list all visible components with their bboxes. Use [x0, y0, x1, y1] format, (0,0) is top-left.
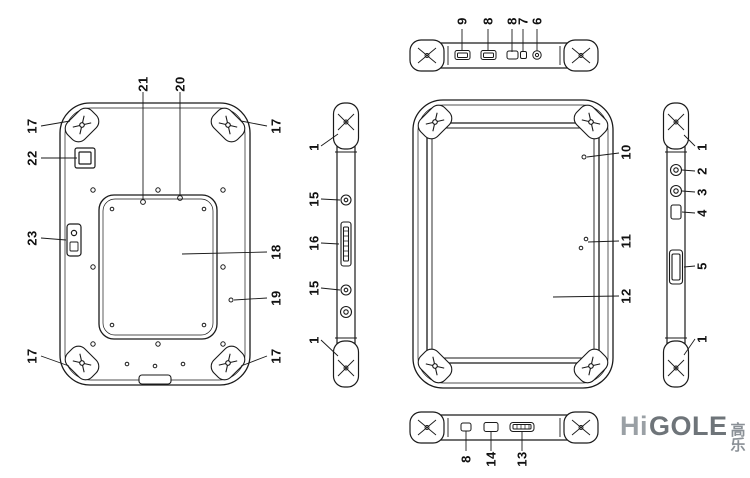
brand-logo: Hi GOLE 高乐: [620, 411, 750, 454]
bumper-hatch: [335, 113, 357, 377]
screw-dots: [90, 187, 234, 369]
side-body-outline: [662, 102, 690, 388]
callout-left-15-a: 15: [306, 191, 322, 207]
edge-body-outline: [409, 411, 599, 444]
callout-bottom-8: 8: [458, 455, 474, 463]
callout-back-17-bl: 17: [24, 348, 40, 364]
battery-cover: [98, 194, 218, 340]
front-body-outline: [412, 99, 614, 389]
callout-right-4: 4: [694, 209, 710, 217]
right-side-view-drawing: [660, 100, 692, 390]
front-camera-and-sensors: [578, 154, 589, 251]
callout-left-15-b: 15: [306, 280, 322, 296]
back-view-drawing: [55, 98, 255, 390]
touch-screen: [426, 122, 600, 364]
bottom-edge-view-drawing: [408, 408, 600, 446]
callout-front-11: 11: [618, 233, 634, 249]
callout-back-21: 21: [135, 76, 151, 92]
bottom-latch: [138, 374, 172, 385]
callout-left-1-top: 1: [306, 143, 322, 151]
callout-bottom-13: 13: [514, 451, 530, 467]
top-ports: [454, 50, 542, 60]
callout-right-1-bottom: 1: [694, 335, 710, 343]
brand-hi-text: Hi: [620, 411, 648, 441]
callout-front-10: 10: [618, 144, 634, 160]
callout-back-17-tl: 17: [24, 118, 40, 134]
callout-right-2: 2: [694, 167, 710, 175]
callout-back-23: 23: [24, 230, 40, 246]
corner-bumpers: [417, 104, 609, 384]
callout-right-5: 5: [694, 262, 710, 270]
callout-back-19: 19: [268, 290, 284, 306]
callout-back-17-tr: 17: [268, 118, 284, 134]
callout-bottom-14: 14: [483, 451, 499, 467]
side-ports: [339, 194, 353, 319]
side-body-outline: [332, 102, 360, 388]
callout-back-22: 22: [24, 150, 40, 166]
callout-right-3: 3: [694, 188, 710, 196]
callout-back-18: 18: [268, 244, 284, 260]
bumper-hatch: [417, 418, 591, 437]
side-module: [66, 223, 82, 257]
corner-bumpers: [64, 107, 246, 381]
callout-left-16: 16: [306, 235, 322, 251]
brand-chinese-text: 高乐: [730, 422, 746, 454]
rear-camera-module: [74, 147, 96, 169]
callout-right-1-top: 1: [694, 143, 710, 151]
front-view-drawing: [408, 95, 618, 393]
left-side-view-drawing: [330, 100, 362, 390]
callout-front-12: 12: [618, 288, 634, 304]
callout-back-17-br: 17: [268, 348, 284, 364]
callout-top-6: 6: [529, 17, 545, 25]
bumper-hatch: [665, 113, 687, 377]
callout-back-20: 20: [172, 76, 188, 92]
callout-top-9: 9: [454, 17, 470, 25]
brand-gole-text: GOLE: [649, 411, 728, 441]
side-buttons-and-slot: [668, 163, 684, 285]
callout-left-1-bottom: 1: [306, 336, 322, 344]
edge-body-outline: [409, 39, 599, 72]
callout-top-7: 7: [515, 17, 531, 25]
top-edge-view-drawing: [408, 36, 600, 74]
callout-top-8-a: 8: [480, 17, 496, 25]
bottom-ports: [460, 422, 535, 432]
bumper-hatch: [417, 46, 591, 65]
